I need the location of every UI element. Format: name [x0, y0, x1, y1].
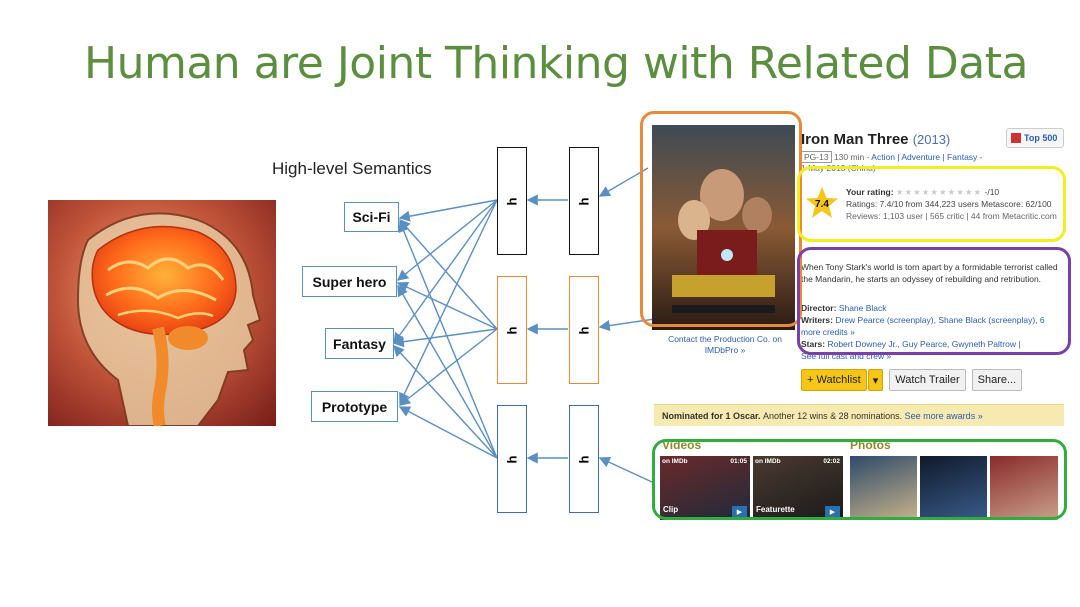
hidden-node-image: h: [569, 147, 599, 255]
writers-links[interactable]: Drew Pearce (screenplay), Shane Black (s…: [801, 315, 1045, 337]
director-link[interactable]: Shane Black: [838, 303, 887, 313]
semantic-node-scifi: Sci-Fi: [344, 202, 399, 232]
nominations-bar: Nominated for 1 Oscar. Another 12 wins &…: [654, 404, 1064, 426]
photo-thumb[interactable]: [990, 456, 1058, 520]
movie-poster[interactable]: [652, 125, 795, 330]
see-more-awards-link[interactable]: See more awards »: [904, 410, 983, 421]
rating-value: 7.4: [815, 199, 829, 210]
photo-thumb[interactable]: [850, 456, 917, 520]
certificate-badge: PG-13: [801, 151, 832, 163]
your-rating-stars[interactable]: ★★★★★★★★★★: [895, 187, 983, 197]
semantic-node-super-hero: Super hero: [302, 266, 397, 297]
action-buttons: + Watchlist ▾ Watch Trailer Share...: [801, 369, 1023, 391]
genre-links[interactable]: Action | Adventure | Fantasy: [871, 152, 978, 162]
movie-credits: Director: Shane Black Writers: Drew Pear…: [801, 303, 1045, 361]
top500-icon: [1011, 133, 1021, 143]
hidden-node-media: h: [569, 405, 599, 513]
reviews-line[interactable]: Reviews: 1,103 user | 565 critic | 44 fr…: [846, 211, 1057, 221]
photos-label: Photos: [850, 438, 891, 452]
videos-label: Videos: [662, 438, 702, 452]
semantic-node-prototype: Prototype: [311, 391, 398, 422]
watch-trailer-button[interactable]: Watch Trailer: [889, 369, 966, 391]
top500-badge[interactable]: Top 500: [1006, 128, 1064, 148]
movie-meta: PG-13 130 min - Action | Adventure | Fan…: [801, 151, 983, 173]
semantics-label: High-level Semantics: [272, 159, 432, 178]
hidden-node-text: h: [569, 276, 599, 384]
play-icon[interactable]: ▶: [732, 506, 747, 517]
slide-title: Human are Joint Thinking with Related Da…: [84, 38, 1028, 89]
movie-title: Iron Man Three (2013): [801, 131, 951, 148]
ratings-line: Ratings: 7.4/10 from 344,223 users Metas…: [846, 199, 1052, 209]
photo-thumb[interactable]: [920, 456, 987, 520]
watchlist-button[interactable]: + Watchlist: [801, 369, 867, 391]
stars-links[interactable]: Robert Downey Jr., Guy Pearce, Gwyneth P…: [827, 339, 1021, 349]
semantic-node-fantasy: Fantasy: [325, 328, 394, 359]
hidden-node-joint-1: h: [497, 147, 527, 255]
video-thumb-featurette[interactable]: on IMDb 02:02 Featurette ▶: [753, 456, 843, 520]
movie-description: When Tony Stark's world is torn apart by…: [801, 262, 1058, 284]
play-icon[interactable]: ▶: [825, 506, 840, 517]
rating-block: Your rating: ★★★★★★★★★★ -/10 Ratings: 7.…: [846, 187, 1057, 221]
poster-caption-link[interactable]: Contact the Production Co. on IMDbPro »: [668, 334, 782, 355]
hidden-node-joint-2: h: [497, 276, 527, 384]
rating-star-icon: [806, 187, 838, 218]
see-full-cast-link[interactable]: See full cast and crew »: [801, 351, 892, 361]
release-date[interactable]: 1 May 2013 (China): [801, 163, 876, 173]
runtime: 130 min: [833, 152, 865, 162]
movie-year[interactable]: (2013): [912, 132, 951, 147]
watchlist-dropdown[interactable]: ▾: [867, 369, 884, 391]
brain-illustration: [48, 200, 276, 426]
video-thumb-clip[interactable]: on IMDb 01:05 Clip ▶: [660, 456, 750, 520]
share-button[interactable]: Share...: [971, 369, 1023, 391]
hidden-node-joint-3: h: [497, 405, 527, 513]
